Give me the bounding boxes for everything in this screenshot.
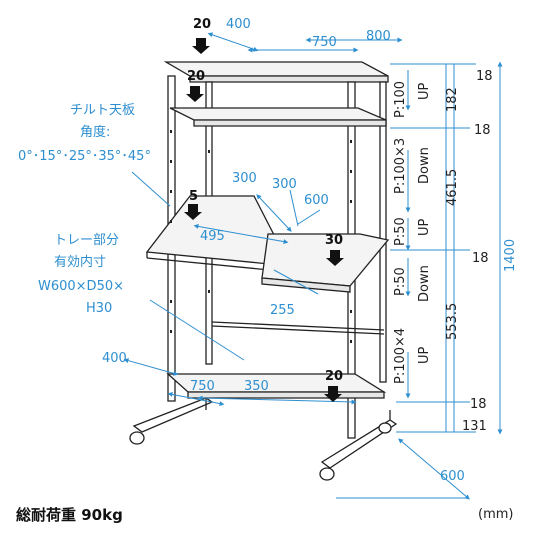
tray-note-line1: トレー部分 <box>54 233 120 248</box>
dim-553-5: 553.5 <box>445 302 460 340</box>
dim-131: 131 <box>462 419 487 434</box>
tilt-dim-300a: 300 <box>232 171 257 186</box>
desk-plane <box>261 233 390 287</box>
frame <box>129 61 398 481</box>
bottom-width-750: 750 <box>190 379 215 394</box>
dim-182: 182 <box>445 87 460 112</box>
tilt-dim-300b: 300 <box>272 177 297 192</box>
pitch-4-dir: Down <box>417 265 432 302</box>
top-width-800: 800 <box>366 29 391 44</box>
tray-note-line3: W600×D50× <box>38 279 125 294</box>
tray-note-line4: H30 <box>86 301 113 316</box>
total-load-label: 総耐荷重 90kg <box>16 506 123 524</box>
tilt-note-line1: チルト天板 <box>70 103 136 118</box>
adjustment-holes <box>170 130 352 343</box>
pitch-1: P:100 <box>393 80 408 118</box>
pitch-5: P:100×4 <box>393 327 408 384</box>
top-shelf-mark: 20 <box>193 17 212 32</box>
tilt-dim-600: 600 <box>304 193 329 208</box>
pitch-3-dir: UP <box>417 218 432 236</box>
tray-note-line2: 有効内寸 <box>54 255 107 270</box>
second-shelf-mark: 20 <box>187 69 206 84</box>
dim-600: 600 <box>440 469 465 484</box>
base-left <box>132 397 214 433</box>
caster-rear-right <box>378 422 392 434</box>
pitch-3: P:50 <box>393 217 408 246</box>
dim-18a: 18 <box>476 69 493 84</box>
pitch-2-dir: Down <box>417 147 432 184</box>
pitch-2: P:100×3 <box>393 137 408 194</box>
tilt-dim-255: 255 <box>270 303 295 318</box>
second-shelf <box>169 107 387 121</box>
pitch-4: P:50 <box>393 267 408 296</box>
tilt-note-line3: 0°･15°･25°･35°･45° <box>18 149 151 164</box>
caster-front-left <box>129 431 145 445</box>
caster-front-right <box>319 467 335 481</box>
bottom-shelf-mark: 20 <box>325 369 344 384</box>
tilt-dim-495: 495 <box>200 229 225 244</box>
rear-right-post <box>379 81 387 383</box>
depth-arrows <box>184 38 344 402</box>
bottom-width-350: 350 <box>244 379 269 394</box>
base-right <box>320 419 398 469</box>
dim-1400: 1400 <box>503 238 518 272</box>
tilt-board-mark: 5 <box>189 189 199 204</box>
dim-18b: 18 <box>474 123 491 138</box>
dim-461-5: 461.5 <box>445 168 460 206</box>
tray-mark: 30 <box>325 233 344 248</box>
tilt-note-line2: 角度: <box>80 125 111 140</box>
bottom-depth-400: 400 <box>102 351 127 366</box>
top-depth-400: 400 <box>226 17 251 32</box>
pitch-5-dir: UP <box>417 346 432 364</box>
dim-18d: 18 <box>470 397 487 412</box>
unit-label: (mm) <box>478 507 514 522</box>
top-width-750: 750 <box>312 35 337 50</box>
dim-18c: 18 <box>472 251 489 266</box>
dimension-lines <box>123 32 503 500</box>
pitch-1-dir: UP <box>417 82 432 100</box>
